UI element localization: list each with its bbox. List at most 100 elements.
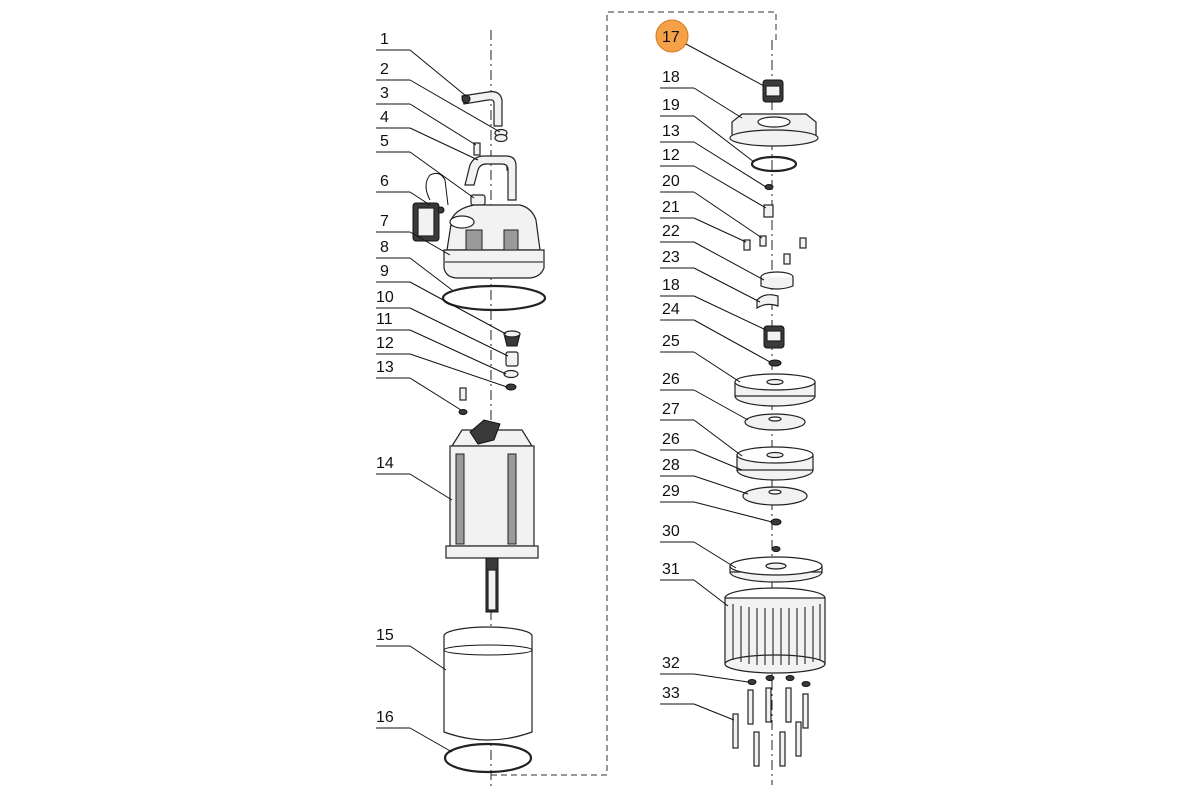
label-15: 15 (376, 627, 394, 644)
callout-left-15: 15 (376, 627, 447, 671)
label-21: 21 (662, 199, 680, 216)
label-1: 1 (380, 31, 389, 48)
callout-right-29: 29 (660, 483, 773, 523)
callout-left-14: 14 (376, 455, 453, 501)
part-29-washer (770, 518, 782, 526)
callout-right-23: 23 (660, 249, 761, 303)
part-32-washers (747, 675, 811, 687)
label-14: 14 (376, 455, 394, 472)
label-6: 6 (380, 173, 389, 190)
callout-right-25: 25 (660, 333, 741, 383)
callout-right-31: 31 (660, 561, 729, 607)
label-26-second: 26 (662, 431, 680, 448)
part-22-sleeve (760, 271, 794, 290)
label-12: 12 (376, 335, 394, 352)
callout-left-5: 5 (376, 133, 475, 199)
label-30: 30 (662, 523, 680, 540)
part-1-cable-elbow (461, 91, 503, 127)
callout-right-13: 13 (660, 123, 767, 188)
label-32: 32 (662, 655, 680, 672)
part-13-12-20-small (763, 184, 774, 218)
callout-left-10: 10 (376, 289, 509, 357)
label-10: 10 (376, 289, 394, 306)
callout-left-11: 11 (376, 311, 507, 375)
label-9: 9 (380, 263, 389, 280)
callout-right-27: 27 (660, 401, 743, 457)
label-24: 24 (662, 301, 680, 318)
part-7-motor-cover (443, 204, 545, 279)
part-33-bolts (732, 687, 809, 767)
label-23: 23 (662, 249, 680, 266)
callout-right-17-highlighted: 17 (655, 19, 765, 87)
part-11-12-washers (503, 369, 519, 391)
label-5: 5 (380, 133, 389, 150)
callout-right-18b: 18 (660, 277, 767, 331)
label-13: 13 (376, 359, 394, 376)
callout-left-16: 16 (376, 709, 453, 753)
label-11: 11 (376, 311, 393, 328)
callout-right-33: 33 (660, 685, 735, 721)
label-8: 8 (380, 239, 389, 256)
label-3: 3 (380, 85, 389, 102)
label-7: 7 (380, 213, 389, 230)
callout-right-26b: 26 (660, 431, 743, 471)
callout-right-22: 22 (660, 223, 765, 281)
label-28: 28 (662, 457, 680, 474)
callout-left-7: 7 (376, 213, 451, 256)
callout-right-12: 12 (660, 147, 767, 209)
callout-left-2: 2 (376, 61, 501, 133)
label-16: 16 (376, 709, 394, 726)
part-9-bushing (503, 330, 521, 347)
part-13-screw (458, 387, 468, 415)
highlight-circle-17 (655, 19, 689, 53)
part-2-washer (494, 128, 508, 143)
part-16-o-ring (443, 742, 533, 774)
callout-right-32: 32 (660, 655, 749, 683)
part-10-coupling (505, 351, 519, 367)
label-18: 18 (662, 69, 680, 86)
callout-left-13: 13 (376, 359, 462, 411)
part-26-impeller (744, 413, 806, 431)
callout-right-20: 20 (660, 173, 763, 239)
callout-left-6: 6 (376, 173, 431, 206)
callout-right-19: 19 (660, 97, 755, 163)
part-23-clip (756, 294, 779, 310)
part-21-screws (743, 235, 807, 265)
label-29: 29 (662, 483, 680, 500)
label-18-second: 18 (662, 277, 680, 294)
callout-left-4: 4 (376, 109, 479, 161)
part-17-bearing (762, 79, 784, 103)
label-22: 22 (662, 223, 680, 240)
callout-left-12: 12 (376, 335, 508, 388)
callout-right-21: 21 (660, 199, 747, 243)
part-14-motor (445, 419, 539, 613)
part-31-strainer (724, 587, 826, 674)
callout-right-24: 24 (660, 301, 771, 363)
part-30-base-plate (729, 556, 823, 583)
part-24-bearing (763, 325, 785, 349)
label-25: 25 (662, 333, 680, 350)
part-4-handle (464, 155, 517, 201)
label-4: 4 (380, 109, 389, 126)
callout-right-30: 30 (660, 523, 737, 569)
callout-right-28: 28 (660, 457, 749, 495)
part-18-flange (729, 113, 819, 147)
part-8-o-ring (441, 284, 547, 312)
label-17: 17 (662, 29, 680, 46)
label-20: 20 (662, 173, 680, 190)
callout-right-26: 26 (660, 371, 749, 421)
part-28-impeller (742, 486, 808, 506)
part-25-diffuser (734, 373, 816, 407)
callout-right-18: 18 (660, 69, 743, 119)
label-26: 26 (662, 371, 680, 388)
part-6-float-switch (412, 172, 449, 242)
callout-left-8: 8 (376, 239, 453, 291)
label-2: 2 (380, 61, 389, 78)
part-27-diffuser (736, 446, 814, 481)
label-13-right: 13 (662, 123, 680, 140)
label-27: 27 (662, 401, 680, 418)
part-5-fitting (470, 194, 486, 206)
callout-left-1: 1 (376, 31, 467, 97)
label-12-right: 12 (662, 147, 680, 164)
